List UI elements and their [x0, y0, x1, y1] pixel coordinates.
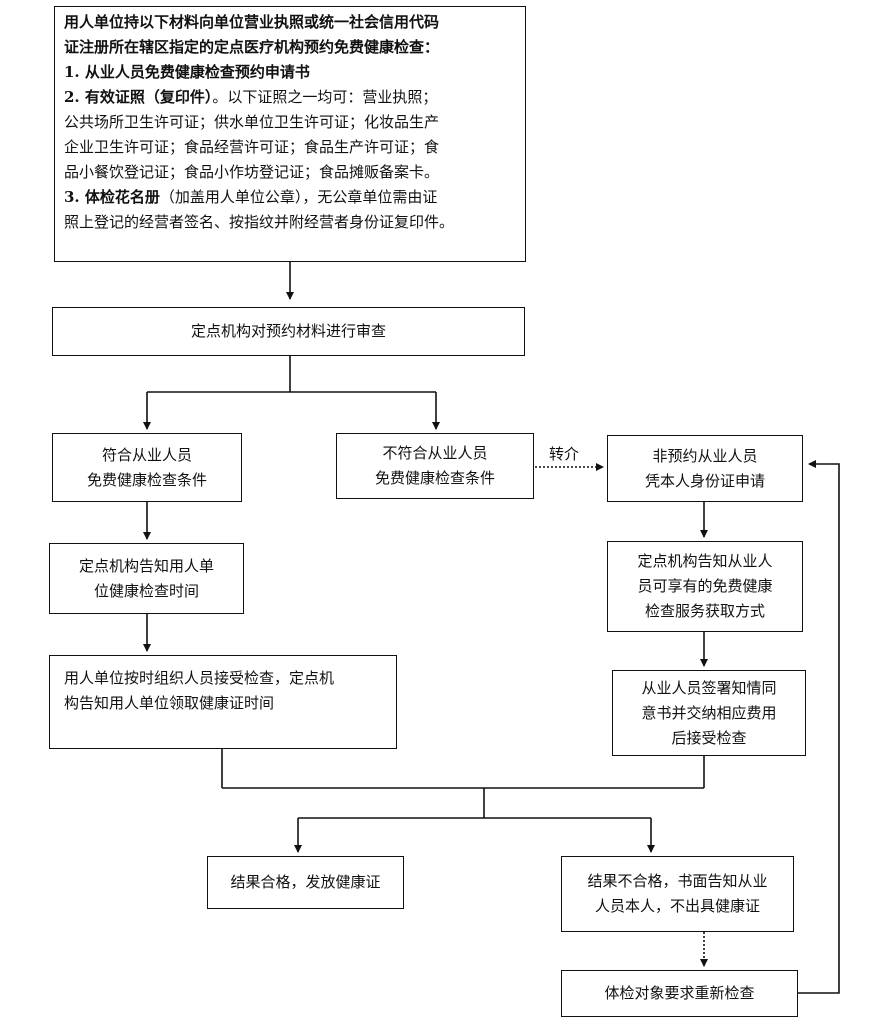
materials-intro-2: 证注册所在辖区指定的定点医疗机构预约免费健康检查： [64, 38, 440, 56]
notify-time-line2: 位健康检查时间 [93, 581, 199, 600]
organize-line2: 构告知用人单位领取健康证时间 [64, 694, 275, 712]
eligible-line2: 免费健康检查条件 [86, 470, 207, 489]
materials-item-2-line2: 公共场所卫生许可证；供水单位卫生许可证；化妆品生产 [64, 113, 440, 131]
consent-line3: 后接受检查 [671, 728, 747, 747]
consent-box: 从业人员签署知情同 意书并交纳相应费用 后接受检查 [612, 670, 806, 756]
notify-service-box: 定点机构告知从业人 员可享有的免费健康 检查服务获取方式 [607, 541, 803, 632]
notify-service-line2: 员可享有的免费健康 [637, 577, 773, 595]
materials-item-2-title: 2. 有效证照（复印件） [64, 88, 213, 106]
pass-box: 结果合格，发放健康证 [207, 856, 404, 909]
eligible-box: 符合从业人员 免费健康检查条件 [52, 433, 242, 502]
fail-line1: 结果不合格，书面告知从业 [587, 872, 768, 890]
fail-box: 结果不合格，书面告知从业 人员本人，不出具健康证 [561, 856, 794, 932]
consent-line1: 从业人员签署知情同 [641, 678, 777, 697]
referral-label: 转介 [549, 445, 580, 463]
review-text: 定点机构对预约材料进行审查 [190, 322, 386, 340]
materials-item-2-line3: 企业卫生许可证；食品经营许可证；食品生产许可证；食 [64, 138, 440, 156]
ineligible-line1: 不符合从业人员 [382, 444, 488, 462]
materials-intro-1: 用人单位持以下材料向单位营业执照或统一社会信用代码 [64, 13, 440, 31]
ineligible-line2: 免费健康检查条件 [374, 469, 495, 487]
notify-time-line1: 定点机构告知用人单 [78, 556, 214, 575]
materials-item-3-title: 3. 体检花名册 [64, 188, 160, 206]
materials-item-3: 3. 体检花名册（加盖用人单位公章），无公章单位需由证 [64, 185, 525, 210]
notify-time-box: 定点机构告知用人单 位健康检查时间 [49, 543, 244, 614]
organize-box: 用人单位按时组织人员接受检查，定点机 构告知用人单位领取健康证时间 [49, 655, 397, 749]
non-reserved-line2: 凭本人身份证申请 [644, 471, 765, 490]
materials-box: 用人单位持以下材料向单位营业执照或统一社会信用代码 证注册所在辖区指定的定点医疗… [54, 6, 526, 262]
pass-text: 结果合格，发放健康证 [230, 873, 381, 891]
review-box: 定点机构对预约材料进行审查 [52, 307, 525, 356]
non-reserved-box: 非预约从业人员 凭本人身份证申请 [607, 435, 803, 502]
recheck-text: 体检对象要求重新检查 [604, 984, 755, 1002]
recheck-box: 体检对象要求重新检查 [561, 970, 798, 1017]
materials-item-3-line2: 照上登记的经营者签名、按指纹并附经营者身份证复印件。 [64, 213, 455, 231]
non-reserved-line1: 非预约从业人员 [652, 446, 758, 465]
arrow-recheck-loop [798, 460, 840, 994]
eligible-line1: 符合从业人员 [101, 445, 192, 464]
materials-item-2: 2. 有效证照（复印件）。以下证照之一均可：营业执照； [64, 85, 525, 110]
materials-item-3-rest: （加盖用人单位公章），无公章单位需由证 [159, 188, 438, 206]
notify-service-line1: 定点机构告知从业人 [637, 552, 773, 570]
notify-service-line3: 检查服务获取方式 [644, 602, 765, 620]
organize-line1: 用人单位按时组织人员接受检查，定点机 [64, 669, 335, 687]
materials-item-2-line4: 品小餐饮登记证；食品小作坊登记证；食品摊贩备案卡。 [64, 163, 440, 181]
materials-item-1: 1. 从业人员免费健康检查预约申请书 [64, 63, 310, 81]
ineligible-box: 不符合从业人员 免费健康检查条件 [336, 433, 534, 499]
fail-line2: 人员本人，不出具健康证 [594, 897, 760, 915]
consent-line2: 意书并交纳相应费用 [641, 703, 777, 722]
materials-item-2-rest: 。以下证照之一均可：营业执照； [212, 88, 438, 106]
